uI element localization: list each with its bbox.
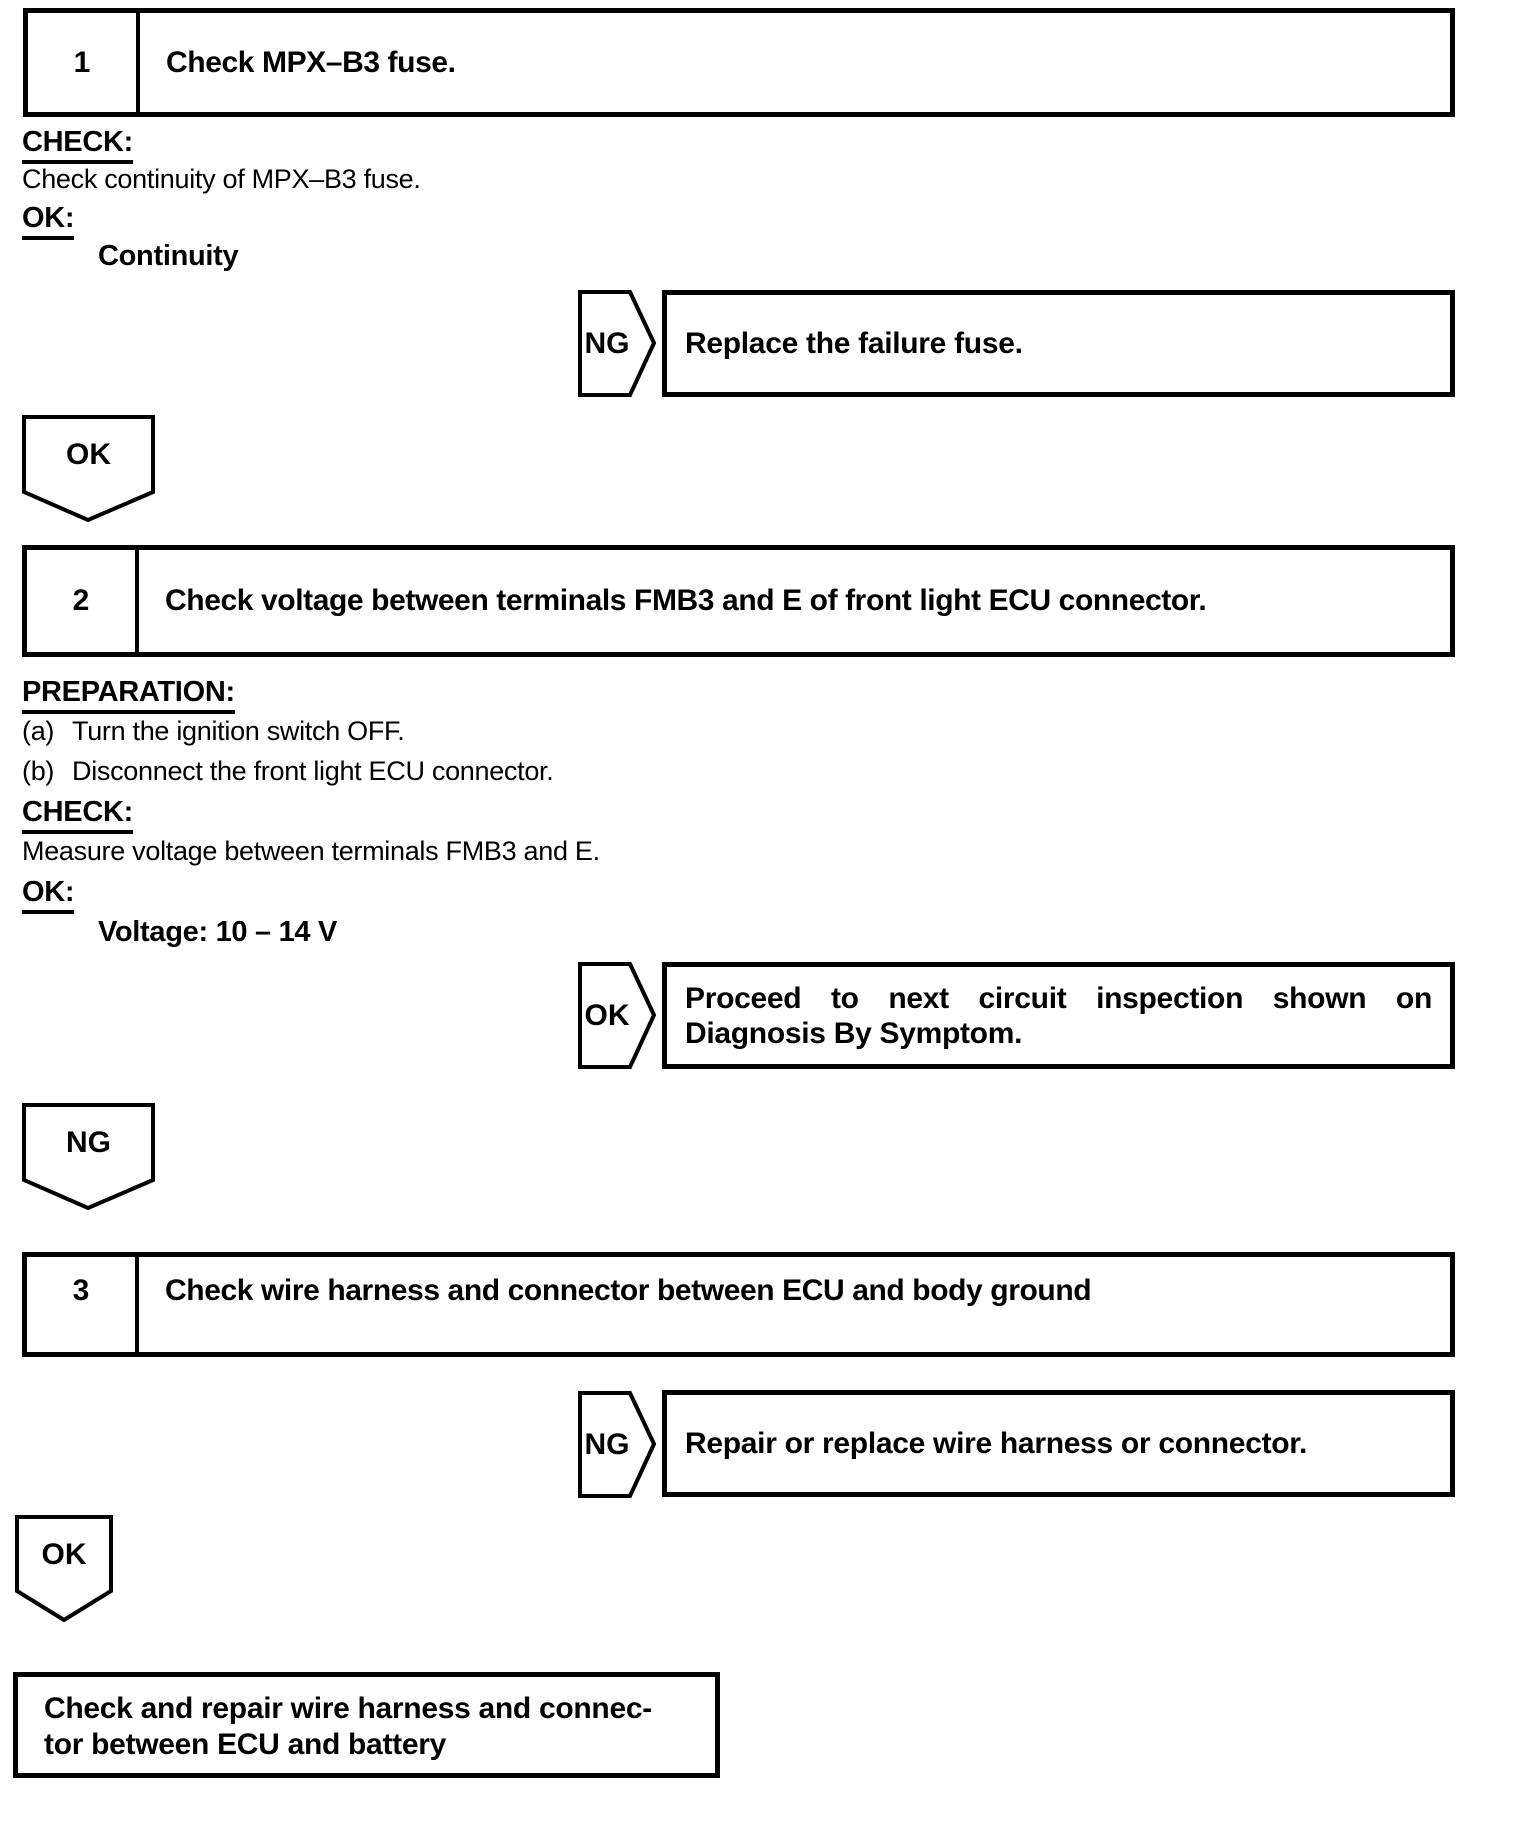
- step-3-ng-flag-label: NG: [584, 1427, 630, 1461]
- step-2-ng-flag: NG: [22, 1103, 155, 1210]
- step-1-check-label: CHECK:: [22, 126, 133, 164]
- step-2-check-text: Measure voltage between terminals FMB3 a…: [22, 836, 600, 866]
- step-2-prep-item-a: (a) Turn the ignition switch OFF.: [22, 716, 600, 756]
- ok-down-arrow-pentagon-icon: [15, 1515, 113, 1622]
- step-1-ng-result-box: Replace the failure fuse.: [662, 290, 1455, 397]
- step-3-box: 3 Check wire harness and connector betwe…: [22, 1252, 1455, 1357]
- step-2-prep-label-line: PREPARATION:: [22, 676, 600, 716]
- step-3-ok-flag-label: OK: [41, 1538, 87, 1571]
- step-3-ng-result-box: Repair or replace wire harness or connec…: [662, 1390, 1455, 1497]
- step-3-ng-flag: NG: [578, 1391, 656, 1498]
- step-2-prep-label: PREPARATION:: [22, 676, 235, 714]
- step-1-ng-result-text: Replace the failure fuse.: [685, 327, 1023, 360]
- step-1-check-text: Check continuity of MPX–B3 fuse.: [22, 164, 421, 194]
- ok-down-arrow-pentagon-icon: [22, 415, 155, 522]
- step-1-title: Check MPX–B3 fuse.: [166, 45, 456, 79]
- step-1-ng-flag-label: NG: [584, 326, 630, 360]
- step-2-prep-item-b: (b) Disconnect the front light ECU conne…: [22, 756, 600, 796]
- final-directive-line-2: tor between ECU and battery: [44, 1728, 446, 1761]
- step-2-ok-flag: OK: [578, 962, 656, 1069]
- step-3-title: Check wire harness and connector between…: [165, 1274, 1092, 1307]
- step-2-number: 2: [27, 550, 139, 652]
- step-1-number: 1: [28, 13, 140, 112]
- step-1-ok-flag-label: OK: [66, 438, 111, 471]
- step-1-box: 1 Check MPX–B3 fuse.: [23, 8, 1455, 117]
- ok-right-arrow-pentagon-icon: [578, 962, 656, 1069]
- prep-item-b-text: Disconnect the front light ECU connector…: [72, 756, 554, 786]
- final-directive-box: Check and repair wire harness and connec…: [13, 1672, 720, 1778]
- step-2-ok-label: OK:: [22, 876, 75, 914]
- prep-item-a-text: Turn the ignition switch OFF.: [72, 716, 405, 746]
- step-2-ok-result-box: Proceed to next circuit inspection shown…: [662, 962, 1455, 1069]
- step-1-check-label-line: CHECK:: [22, 126, 421, 164]
- final-directive-line-1: Check and repair wire harness and connec…: [44, 1692, 652, 1725]
- ng-right-arrow-pentagon-icon: [578, 1391, 656, 1498]
- step-2-ok-value: Voltage: 10 – 14 V: [98, 916, 338, 948]
- step-1-ok-flag: OK: [22, 415, 155, 522]
- prep-item-a-marker: (a): [22, 716, 55, 746]
- step-3-ok-flag: OK: [15, 1515, 113, 1622]
- step-2-ok-flag-label: OK: [584, 998, 630, 1032]
- step-2-box: 2 Check voltage between terminals FMB3 a…: [22, 545, 1455, 657]
- step-2-check-label-line: CHECK:: [22, 796, 600, 836]
- step-1-details: CHECK: Check continuity of MPX–B3 fuse. …: [22, 126, 421, 278]
- step-1-ng-flag: NG: [578, 290, 656, 397]
- step-2-ok-result-line-1: Proceed to next circuit inspection shown…: [685, 981, 1432, 1015]
- step-1-ok-label: OK:: [22, 202, 75, 240]
- step-3-number: 3: [27, 1257, 139, 1352]
- step-1-ok-label-line: OK:: [22, 202, 421, 240]
- step-2-details: PREPARATION: (a) Turn the ignition switc…: [22, 676, 600, 956]
- step-3-ng-result-text: Repair or replace wire harness or connec…: [685, 1427, 1308, 1460]
- step-2-ok-label-line: OK:: [22, 876, 600, 916]
- prep-item-b-marker: (b): [22, 756, 55, 786]
- step-2-title: Check voltage between terminals FMB3 and…: [165, 584, 1207, 617]
- ng-right-arrow-pentagon-icon: [578, 290, 656, 397]
- step-2-check-label: CHECK:: [22, 796, 133, 834]
- step-2-ng-flag-label: NG: [66, 1126, 111, 1159]
- step-2-ok-result-line-2: Diagnosis By Symptom.: [685, 1016, 1023, 1050]
- step-1-ok-value: Continuity: [98, 240, 239, 272]
- step-2-ok-result-text: Proceed to next circuit inspection shown…: [667, 981, 1450, 1051]
- ng-down-arrow-pentagon-icon: [22, 1103, 155, 1210]
